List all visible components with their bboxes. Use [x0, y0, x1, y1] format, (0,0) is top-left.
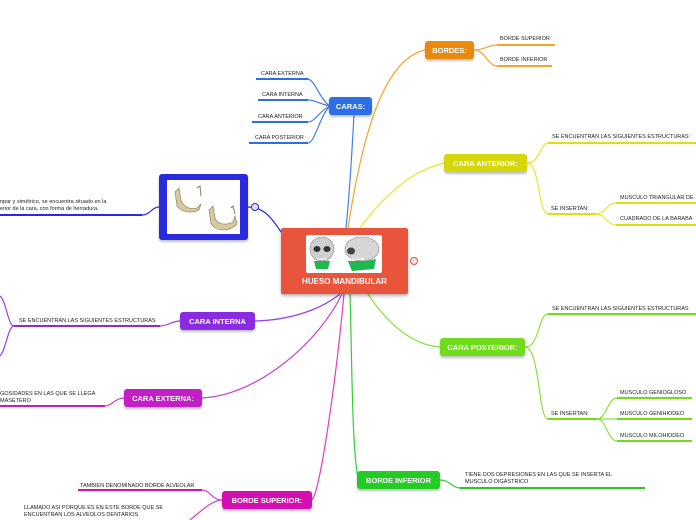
caras-item: CARA ANTERIOR — [258, 114, 303, 120]
borde-superior-line-3: ENCUENTRAN LOS ALVEOLOS DENTARIOS — [24, 511, 139, 518]
cara-interna-text: SE ENCUENTRAN LAS SIGUIENTES ESTRUCTURAS — [19, 318, 156, 324]
cara-posterior-estructuras: SE ENCUENTRAN LAS SIGUIENTES ESTRUCTURAS — [552, 306, 689, 312]
root-title: HUESO MANDIBULAR — [302, 277, 387, 286]
mandible-image-node[interactable] — [159, 174, 248, 240]
root-node[interactable]: HUESO MANDIBULAR — [281, 228, 408, 294]
cara-externa-node[interactable]: CARA EXTERNA: — [124, 389, 202, 407]
caras-node[interactable]: CARAS: — [329, 97, 372, 115]
bordes-item: BORDE SUPERIOR — [500, 36, 550, 42]
cara-anterior-insertan: SE INSERTAN: — [551, 206, 589, 212]
borde-inferior-node[interactable]: BORDE INFERIOR — [357, 471, 440, 489]
cara-posterior-node[interactable]: CARA POSTERIOR: — [440, 338, 525, 356]
cara-anterior-estructuras: SE ENCUENTRAN LAS SIGUIENTES ESTRUCTURAS… — [552, 134, 691, 140]
borde-inferior-line-1: TIENE DOS DEPRESIONES EN LAS QUE SE INSE… — [465, 472, 613, 478]
cara-interna-node[interactable]: CARA INTERNA — [180, 312, 255, 330]
cara-posterior-musculo: MUSCULO MILOHIODEO — [620, 433, 685, 439]
cara-externa-text: GOSIDADES EN LAS QUE SE LLEGA MASETERO — [0, 391, 95, 404]
borde-superior-text-2: LLAMADO ASI PORQUE ES EN ESTE BORDE QUE … — [24, 505, 163, 518]
caras-item: CARA INTERNA — [262, 92, 303, 98]
cara-anterior-musculo: CUADRADO DE LA BARABA — [620, 216, 693, 222]
borde-superior-text-1: TAMBIEN DENOMINADO BORDE ALVEOLAR — [80, 483, 195, 489]
cara-externa-line-2: MASETERO — [0, 397, 31, 404]
caras-item: CARA POSTERIOR — [255, 135, 304, 141]
cara-externa-line-1: GOSIDADES EN LAS QUE SE LLEGA — [0, 391, 96, 397]
description-line-1: npar y simétrico, se encuentra situado e… — [0, 199, 107, 205]
link-icon[interactable] — [410, 257, 418, 265]
cara-anterior-musculo: MUSCULO TRIANGULAR DE — [620, 195, 694, 201]
link-icon[interactable] — [251, 203, 259, 211]
skull-image — [306, 235, 382, 273]
borde-superior-line-2: LLAMADO ASI PORQUE ES EN ESTE BORDE QUE … — [24, 505, 164, 511]
borde-superior-node[interactable]: BORDE SUPERIOR: — [222, 491, 312, 509]
cara-anterior-node[interactable]: CARA ANTERIOR: — [444, 154, 527, 172]
borde-inferior-line-2: MUSCULO DIGASTRICO — [465, 478, 529, 485]
borde-inferior-text: TIENE DOS DEPRESIONES EN LAS QUE SE INSE… — [465, 472, 612, 485]
description-line-2: erior de la cara, con forma de herradura… — [0, 205, 99, 212]
bordes-item: BORDE INFERIOR — [500, 57, 548, 63]
description-text: npar y simétrico, se encuentra situado e… — [0, 199, 140, 212]
cara-posterior-insertan: SE INSERTAN: — [551, 411, 589, 417]
mandible-image — [167, 180, 240, 234]
cara-posterior-musculo: MUSCULO GENIOGLOSO — [620, 390, 687, 396]
cara-posterior-musculo: MUSCULO GENIHIODEO — [620, 411, 685, 417]
bordes-node[interactable]: BORDES: — [425, 41, 474, 59]
caras-item: CARA EXTERNA — [261, 71, 304, 77]
